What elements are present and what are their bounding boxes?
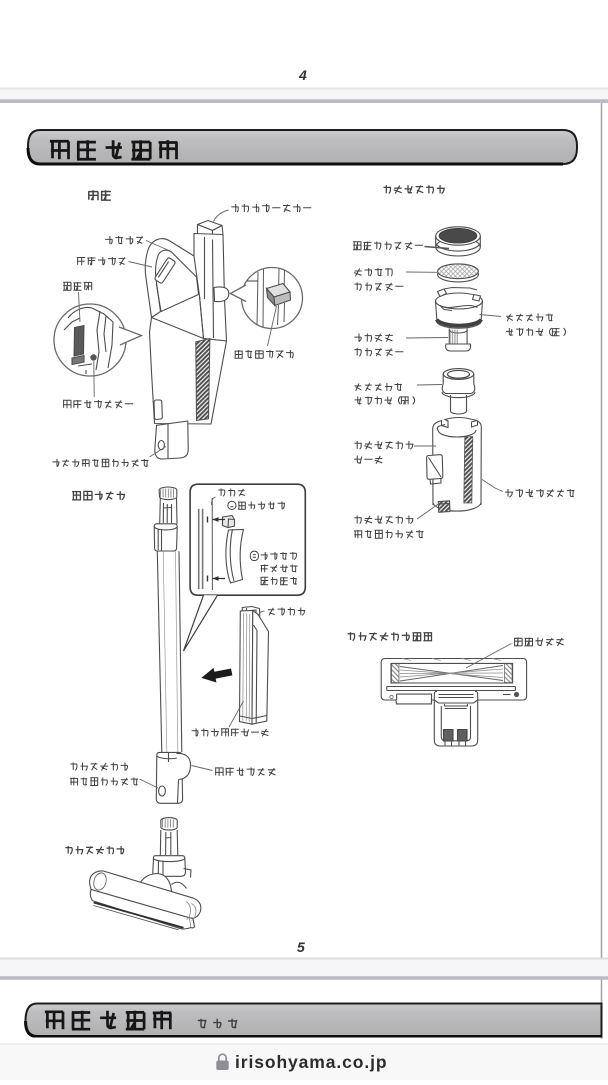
svg-text:5: 5 (297, 939, 305, 955)
svg-text:4: 4 (298, 67, 307, 83)
svg-text:irisohyama.co.jp: irisohyama.co.jp (235, 1052, 388, 1072)
